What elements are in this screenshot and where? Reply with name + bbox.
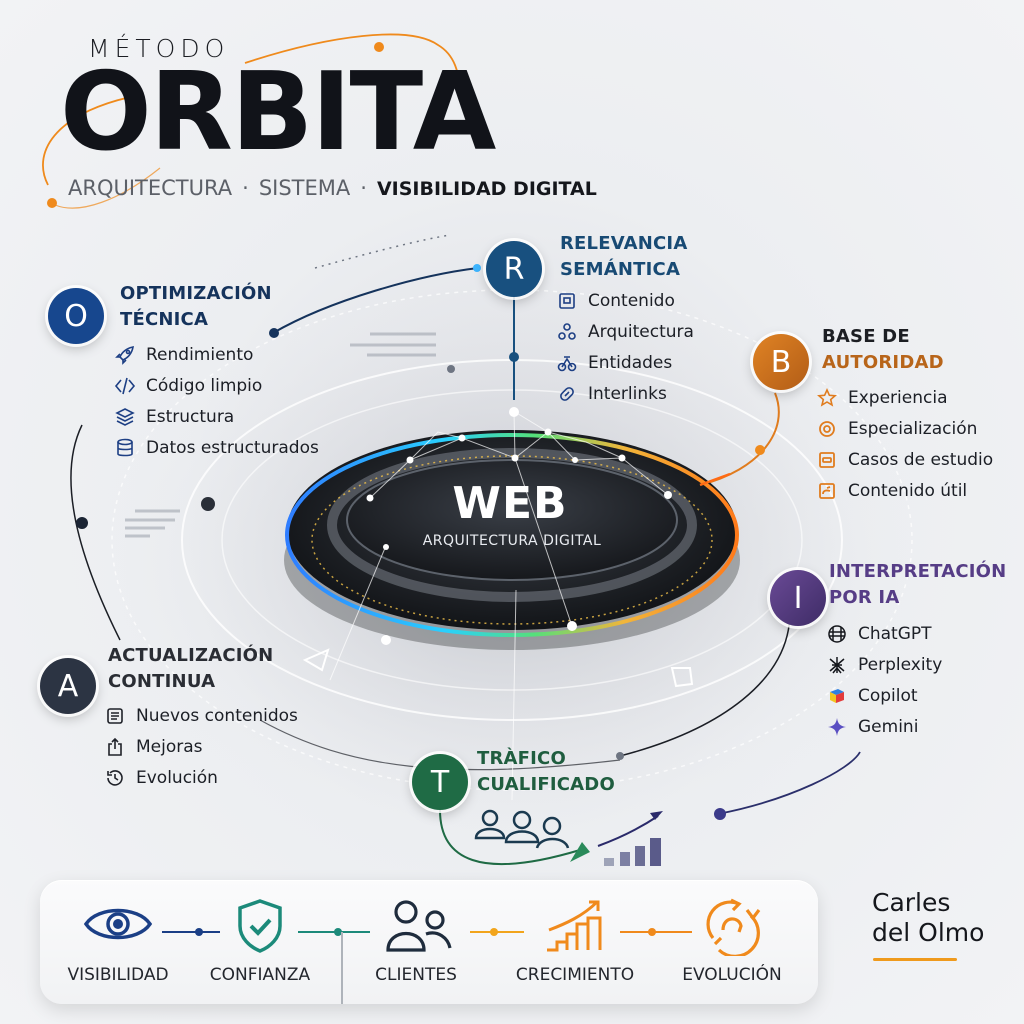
- flow-step-clientes: CLIENTES: [356, 898, 476, 985]
- history-icon: [104, 767, 126, 789]
- eye-icon: [83, 908, 153, 940]
- list-item: Arquitectura: [556, 316, 694, 347]
- list-item: Copilot: [826, 680, 942, 711]
- pillar-title-line2: AUTORIDAD: [822, 352, 944, 373]
- author-name: Carles del Olmo: [872, 888, 984, 948]
- tagline: ARQUITECTURA · SISTEMA · VISIBILIDAD DIGITAL: [68, 176, 597, 200]
- pillar-items: Rendimiento Código limpio Estructura Dat…: [114, 339, 319, 463]
- list-item: ChatGPT: [826, 618, 942, 649]
- pillar-title-line2: CONTINUA: [108, 671, 216, 692]
- users-icon: [386, 900, 452, 952]
- brand-title: ORBITA: [60, 50, 496, 175]
- flow-step-evolucion: EVOLUCIÓN: [672, 898, 792, 985]
- flow-connector: [162, 928, 220, 936]
- pillar-badge-t: T: [412, 754, 468, 810]
- list-item: Contenido: [556, 285, 694, 316]
- content-icon: [556, 290, 578, 312]
- pillar-title-line2: CUALIFICADO: [477, 774, 615, 795]
- pillar-title: TRÀFICO CUALIFICADO: [477, 746, 615, 798]
- pillar-title-line1: INTERPRETACIÓN: [829, 561, 1007, 582]
- pillar-title: ACTUALIZACIÓN CONTINUA: [108, 643, 273, 695]
- architecture-nodes-icon: [556, 321, 578, 343]
- growth-chart-icon: [547, 900, 602, 952]
- pillar-title-line2: SEMÁNTICA: [560, 259, 681, 280]
- list-item: Nuevos contenidos: [104, 700, 298, 731]
- author-underline: [873, 958, 957, 961]
- list-item: Estructura: [114, 401, 319, 432]
- flow-connector: [470, 928, 524, 936]
- users-growth-icon: [474, 809, 663, 866]
- pillar-title: INTERPRETACIÓN POR IA: [829, 559, 1006, 611]
- pillar-title-line1: OPTIMIZACIÓN: [120, 283, 272, 304]
- pillar-title-line1: RELEVANCIA: [560, 233, 688, 254]
- database-icon: [114, 437, 136, 459]
- list-item: Interlinks: [556, 378, 694, 409]
- list-item: Rendimiento: [114, 339, 319, 370]
- author-first-name: Carles: [872, 888, 951, 917]
- list-item: Entidades: [556, 347, 694, 378]
- tagline-separator: ·: [360, 176, 367, 200]
- pillar-title-line2: TÉCNICA: [120, 309, 209, 330]
- rocket-icon: [114, 344, 136, 366]
- list-item: Mejoras: [104, 731, 298, 762]
- list-item: Evolución: [104, 762, 298, 793]
- list-item: Código limpio: [114, 370, 319, 401]
- pillar-title: OPTIMIZACIÓN TÉCNICA: [120, 281, 272, 333]
- flow-step-crecimiento: CRECIMIENTO: [510, 898, 640, 985]
- pillar-items: ChatGPT Perplexity Copilot Gemini: [826, 618, 942, 742]
- list-item: Perplexity: [826, 649, 942, 680]
- case-study-icon: [816, 449, 838, 471]
- useful-content-icon: [816, 480, 838, 502]
- pillar-items: Nuevos contenidos Mejoras Evolución: [104, 700, 298, 793]
- list-item: Datos estructurados: [114, 432, 319, 463]
- list-item: Especialización: [816, 413, 993, 444]
- pillar-items: Contenido Arquitectura Entidades Interli…: [556, 285, 694, 409]
- center-subtitle: ARQUITECTURA DIGITAL: [422, 533, 602, 549]
- flow-connector: [620, 928, 692, 936]
- entities-icon: [556, 352, 578, 374]
- flow-step-confianza: CONFIANZA: [200, 898, 320, 985]
- upload-icon: [104, 736, 126, 758]
- flow-step-visibilidad: VISIBILIDAD: [58, 898, 178, 985]
- pillar-title-line1: BASE DE: [822, 326, 910, 347]
- star-icon: [816, 387, 838, 409]
- copilot-icon: [826, 685, 848, 707]
- tagline-visibility: VISIBILIDAD DIGITAL: [376, 178, 597, 200]
- gemini-icon: [826, 716, 848, 738]
- tagline-separator: ·: [242, 176, 249, 200]
- list-item: Casos de estudio: [816, 444, 993, 475]
- pillar-badge-i: I: [770, 570, 826, 626]
- pillar-title-line2: POR IA: [829, 587, 900, 608]
- pillar-title-line1: TRÀFICO: [477, 748, 566, 769]
- method-kicker: MÉTODO: [88, 34, 230, 63]
- center-title: WEB: [452, 478, 568, 529]
- pillar-badge-r: R: [486, 241, 542, 297]
- divider: [341, 932, 343, 1004]
- document-icon: [104, 705, 126, 727]
- list-item: Experiencia: [816, 382, 993, 413]
- tagline-architecture: ARQUITECTURA: [68, 176, 233, 200]
- code-icon: [114, 375, 136, 397]
- pillar-title: RELEVANCIA SEMÁNTICA: [560, 231, 687, 283]
- pillar-items: Experiencia Especialización Casos de est…: [816, 382, 993, 506]
- pillar-title-line1: ACTUALIZACIÓN: [108, 645, 274, 666]
- pillar-badge-o: O: [48, 288, 104, 344]
- pillar-badge-b: B: [753, 334, 809, 390]
- cycle-icon: [706, 898, 761, 958]
- layers-icon: [114, 406, 136, 428]
- flow-connector: [298, 928, 370, 936]
- link-icon: [556, 383, 578, 405]
- shield-check-icon: [238, 899, 282, 953]
- author-last-name: del Olmo: [872, 918, 985, 947]
- list-item: Contenido útil: [816, 475, 993, 506]
- perplexity-icon: [826, 654, 848, 676]
- target-icon: [816, 418, 838, 440]
- tagline-system: SISTEMA: [258, 176, 351, 200]
- pillar-badge-a: A: [40, 658, 96, 714]
- chatgpt-icon: [826, 623, 848, 645]
- list-item: Gemini: [826, 711, 942, 742]
- pillar-title: BASE DE AUTORIDAD: [822, 324, 944, 376]
- value-flow-bar: [40, 880, 818, 1004]
